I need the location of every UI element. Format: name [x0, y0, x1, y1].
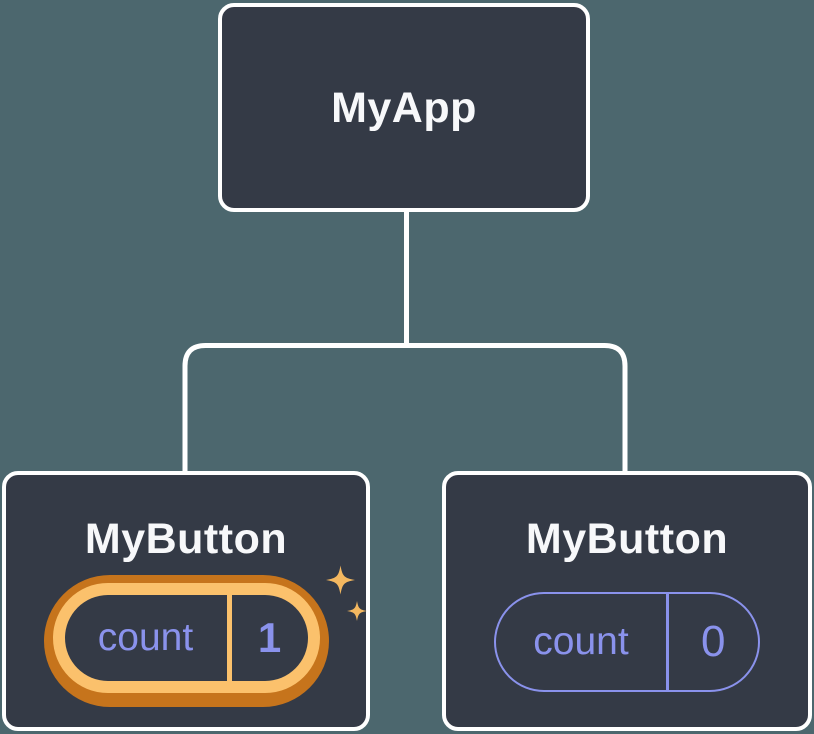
child-node-label: MyButton: [525, 515, 729, 563]
state-pill: count 0: [494, 592, 760, 692]
state-value: 0: [701, 617, 726, 666]
state-pill-divider: [226, 595, 232, 681]
state-pill-highlight-ring: count 1: [43, 575, 329, 707]
sparkle-icon: [347, 601, 367, 621]
state-pill: count 1: [64, 595, 308, 681]
connector-bracket: [182, 343, 628, 474]
state-key-label: count: [533, 620, 629, 663]
root-node-label: MyApp: [331, 83, 477, 132]
state-value: 1: [257, 614, 282, 661]
state-key-label: count: [97, 616, 194, 659]
child-node-updated: MyButton count 1: [2, 471, 370, 731]
root-node: MyApp: [218, 3, 590, 212]
sparkle-icon: [326, 565, 355, 595]
child-node-idle: MyButton count 0: [442, 471, 812, 731]
state-pill-glow-ring: count 1: [52, 583, 320, 693]
state-pill-divider: [666, 594, 669, 690]
child-node-label: MyButton: [84, 515, 288, 563]
